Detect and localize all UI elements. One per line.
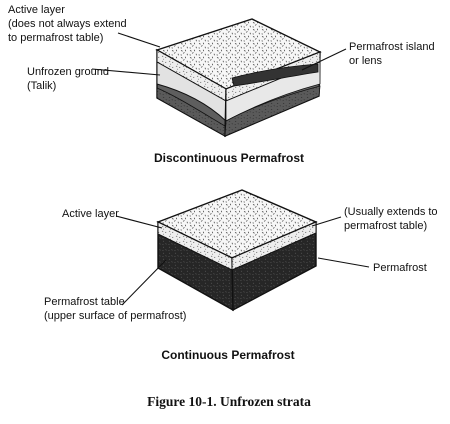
discontinuous-leaders bbox=[91, 32, 347, 76]
label-usually-extends: (Usually extends to permafrost table) bbox=[344, 206, 441, 232]
label-active-layer-continuous: Active layer bbox=[62, 208, 119, 220]
discontinuous-block bbox=[155, 18, 322, 138]
label-permafrost-table: Permafrost table (upper surface of perma… bbox=[44, 296, 186, 322]
continuous-block bbox=[156, 189, 318, 312]
permafrost-lens bbox=[231, 63, 319, 87]
continuous-leaders bbox=[115, 215, 370, 306]
label-unfrozen-ground: Unfrozen ground (Talik) bbox=[27, 66, 112, 92]
leader-usually-extends bbox=[311, 216, 342, 227]
leader-unfrozen-ground bbox=[91, 68, 161, 76]
label-permafrost-island: Permafrost island or lens bbox=[349, 41, 438, 67]
caption-continuous: Continuous Permafrost bbox=[161, 348, 294, 362]
continuous-right-active-layer bbox=[231, 221, 317, 271]
leader-active-layer-continuous bbox=[115, 215, 163, 229]
leader-active-layer-top bbox=[117, 32, 161, 48]
discontinuous-deep-permafrost bbox=[224, 85, 321, 137]
leader-permafrost-table bbox=[121, 259, 167, 306]
figure-caption: Figure 10-1. Unfrozen strata bbox=[147, 394, 311, 409]
label-permafrost: Permafrost bbox=[373, 262, 427, 274]
label-active-layer-discontinuous: Active layer (does not always extend to … bbox=[8, 4, 130, 44]
caption-discontinuous: Discontinuous Permafrost bbox=[154, 151, 304, 165]
leader-permafrost-island bbox=[301, 48, 347, 71]
leader-permafrost bbox=[317, 257, 370, 268]
